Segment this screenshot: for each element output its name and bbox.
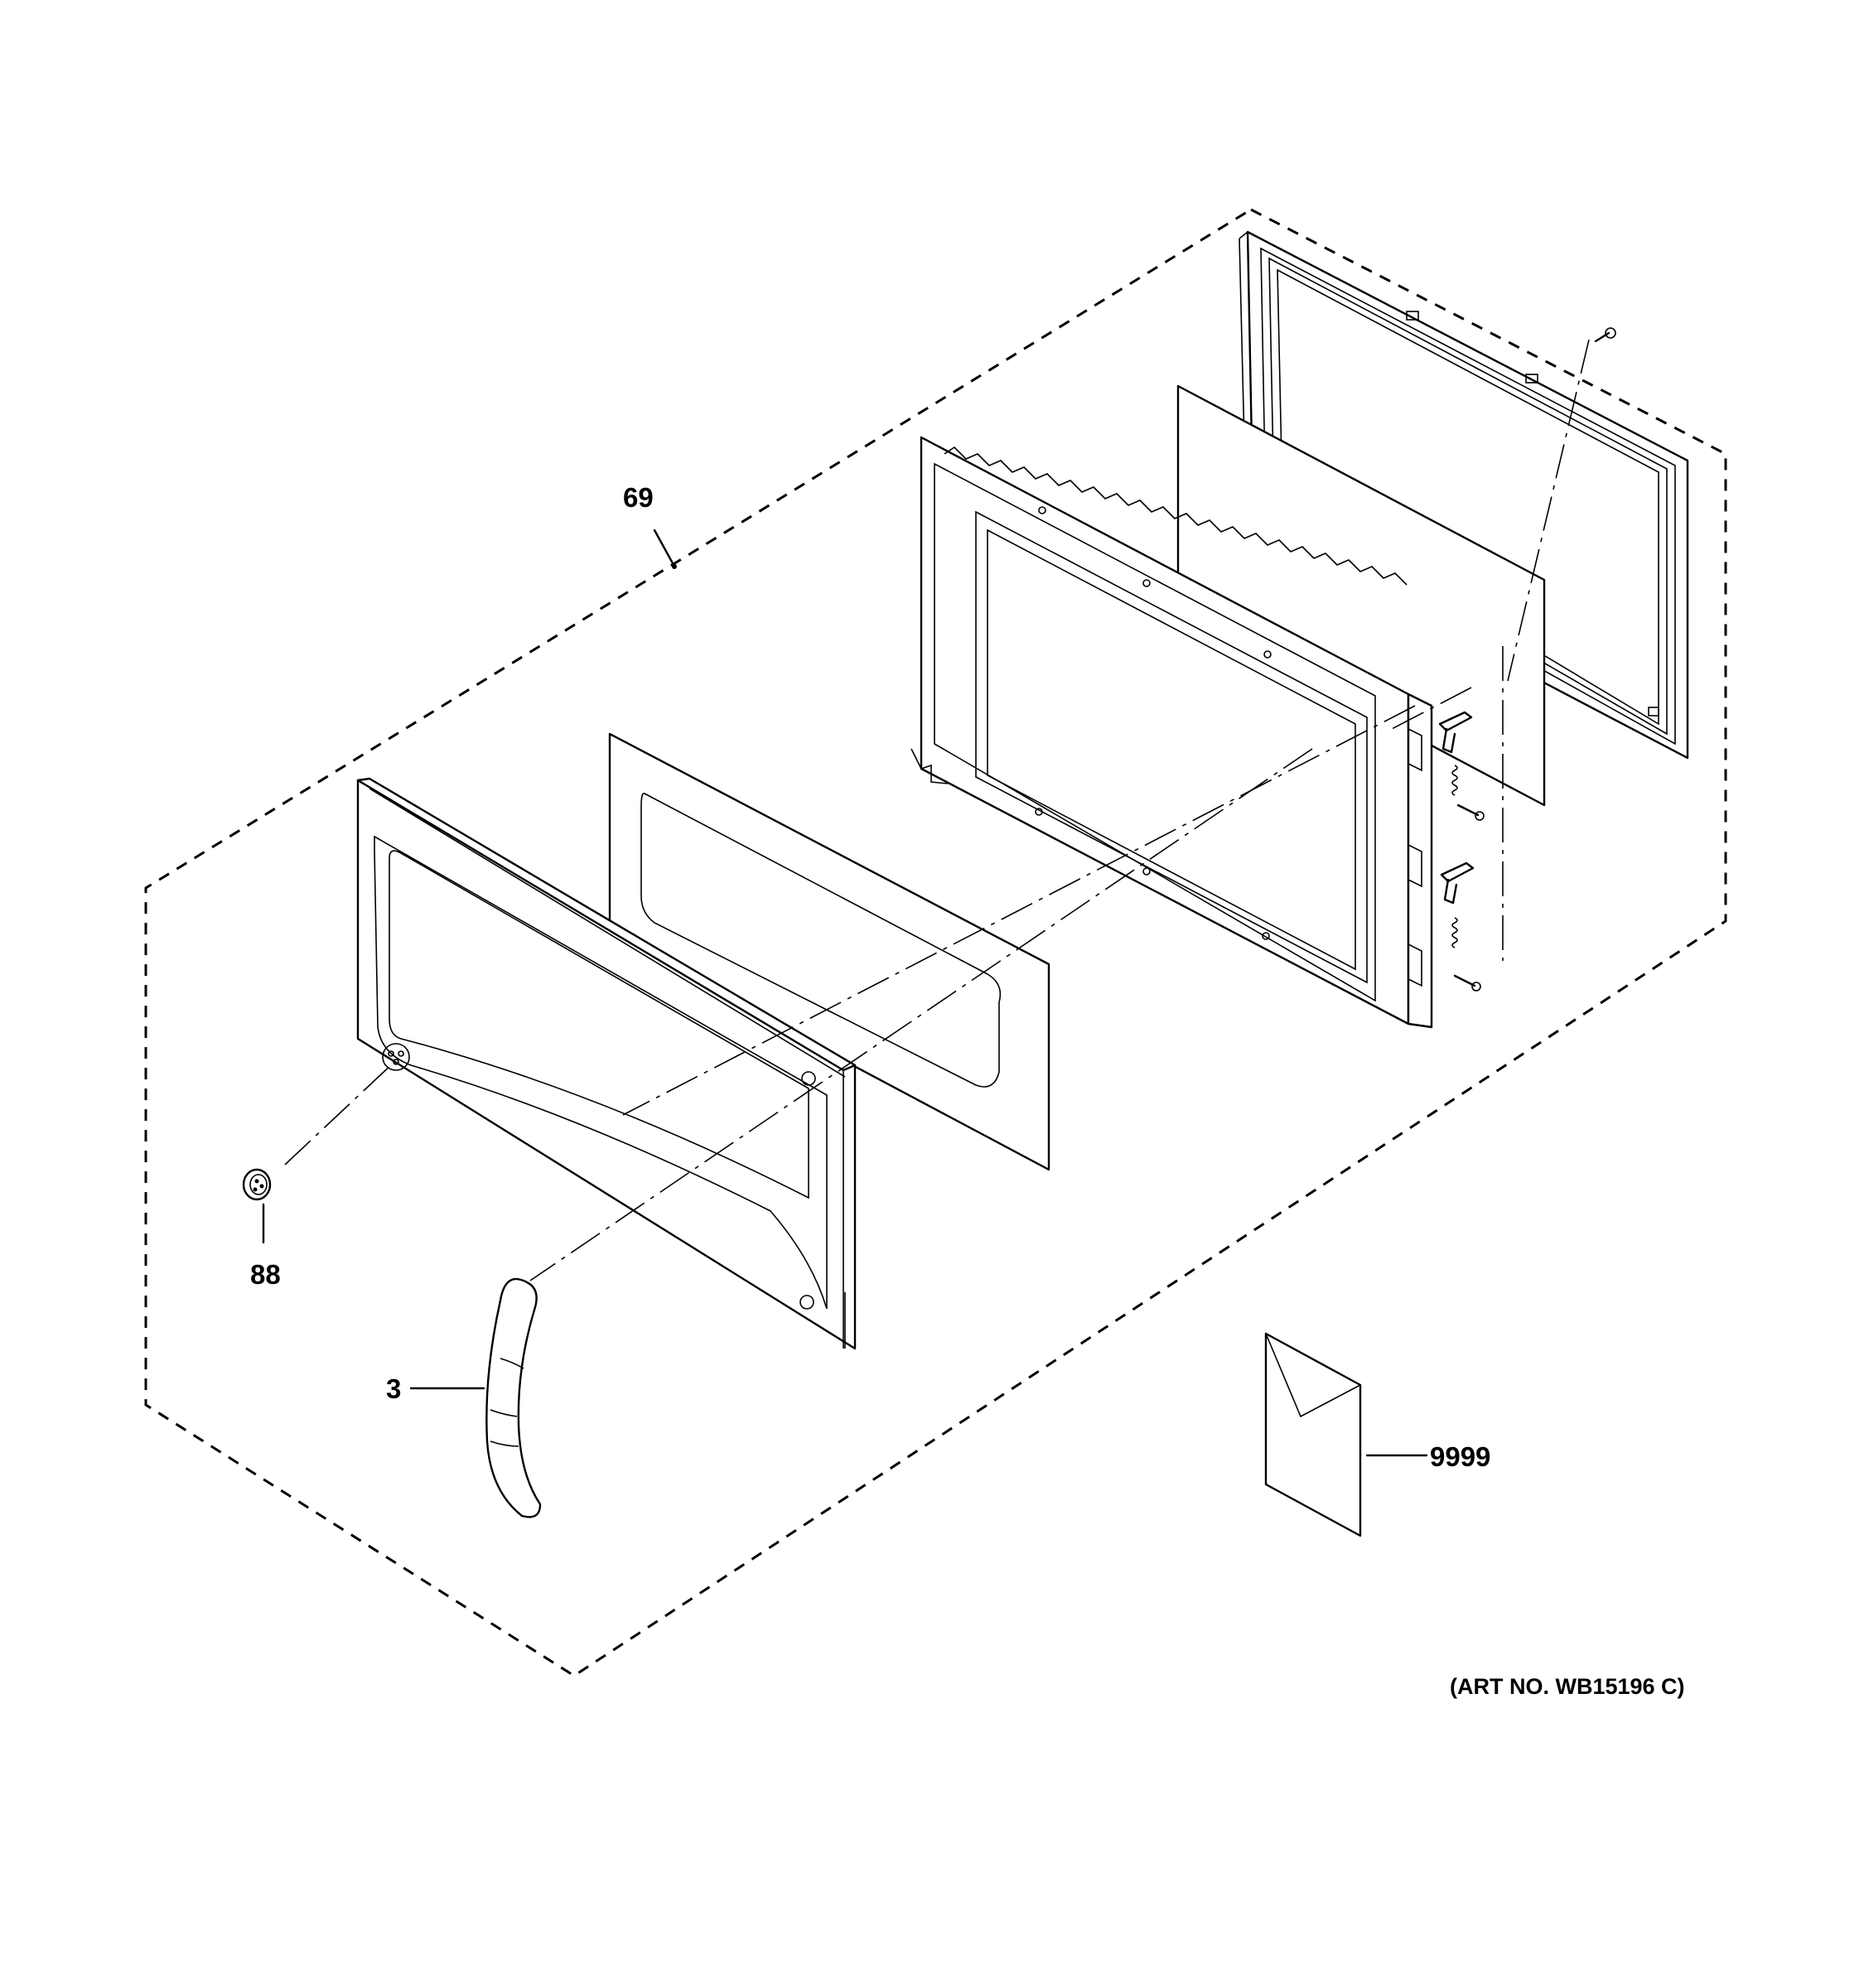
badge [242, 1168, 272, 1201]
callout-9999: 9999 [1430, 1441, 1490, 1472]
callout-88: 88 [250, 1259, 281, 1290]
callout-3: 3 [386, 1373, 401, 1404]
door-screws [1453, 327, 1616, 992]
door-handle [485, 1277, 542, 1518]
alignment-lines [284, 339, 1590, 1281]
assembly-boundary [144, 208, 1727, 1677]
literature-envelope [1264, 1332, 1362, 1537]
art-number: (ART NO. WB15196 C) [1450, 1674, 1685, 1699]
leader-lines [262, 528, 1428, 1457]
door-outer-panel [356, 777, 857, 1350]
door-frame [910, 436, 1433, 1029]
callout-69: 69 [623, 482, 654, 513]
door-glass [608, 732, 1050, 1171]
door-latch-hooks [1438, 711, 1475, 905]
latch-springs [1451, 765, 1458, 948]
choke-film [1176, 384, 1546, 807]
